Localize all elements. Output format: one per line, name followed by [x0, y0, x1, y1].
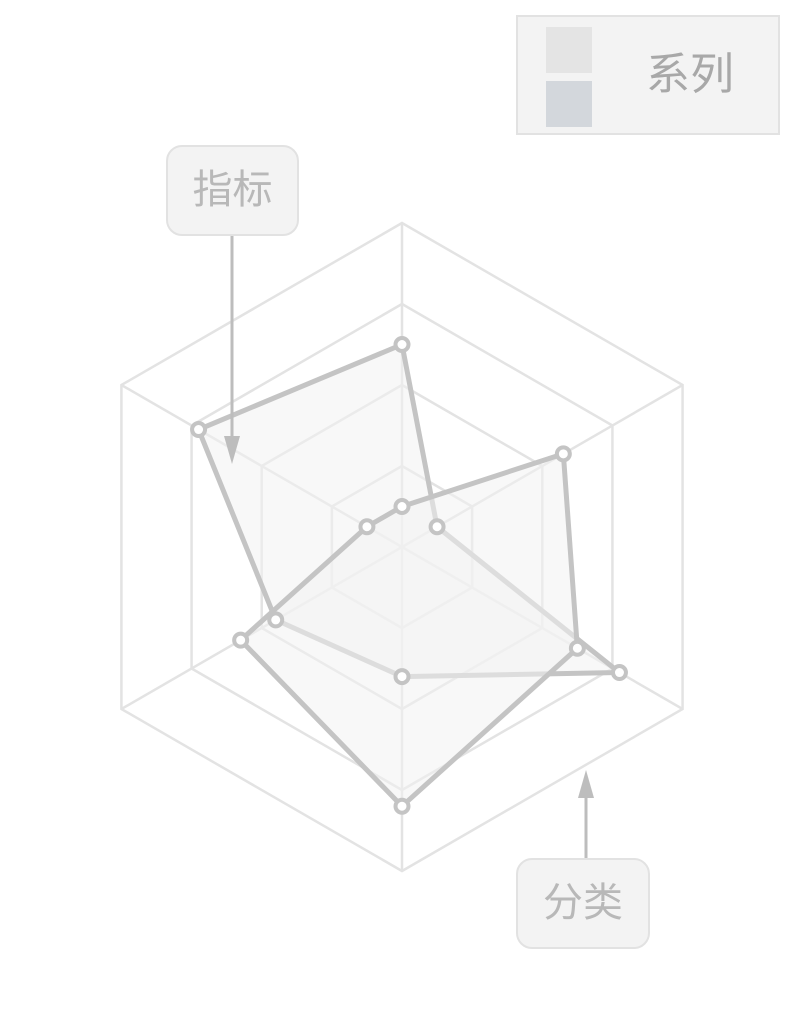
series-2-point-5 — [232, 631, 250, 649]
series-1-point-1 — [393, 336, 411, 353]
series-2-point-6 — [358, 518, 376, 536]
series-2-point-2 — [554, 445, 572, 463]
series-1-point-4 — [393, 668, 411, 686]
category-callout: 分类 — [516, 858, 650, 949]
legend-swatch-2 — [546, 81, 592, 127]
legend-label: 系列 — [646, 49, 734, 100]
series-2-point-3 — [568, 639, 586, 657]
annotation-arrows — [224, 236, 594, 858]
indicator-arrow-head — [224, 436, 240, 464]
series-1-point-6 — [190, 421, 208, 439]
series-1-point-5 — [267, 611, 285, 629]
legend-swatch-1 — [546, 27, 592, 73]
series-2-point-1 — [393, 498, 411, 515]
series-1-point-2 — [428, 518, 446, 536]
category-arrow-head — [578, 770, 594, 798]
indicator-callout: 指标 — [166, 145, 299, 236]
series-1-point-3 — [610, 664, 628, 682]
legend: 系列 — [516, 15, 780, 135]
radar-series-group — [190, 336, 628, 815]
series-2-point-4 — [393, 797, 411, 815]
